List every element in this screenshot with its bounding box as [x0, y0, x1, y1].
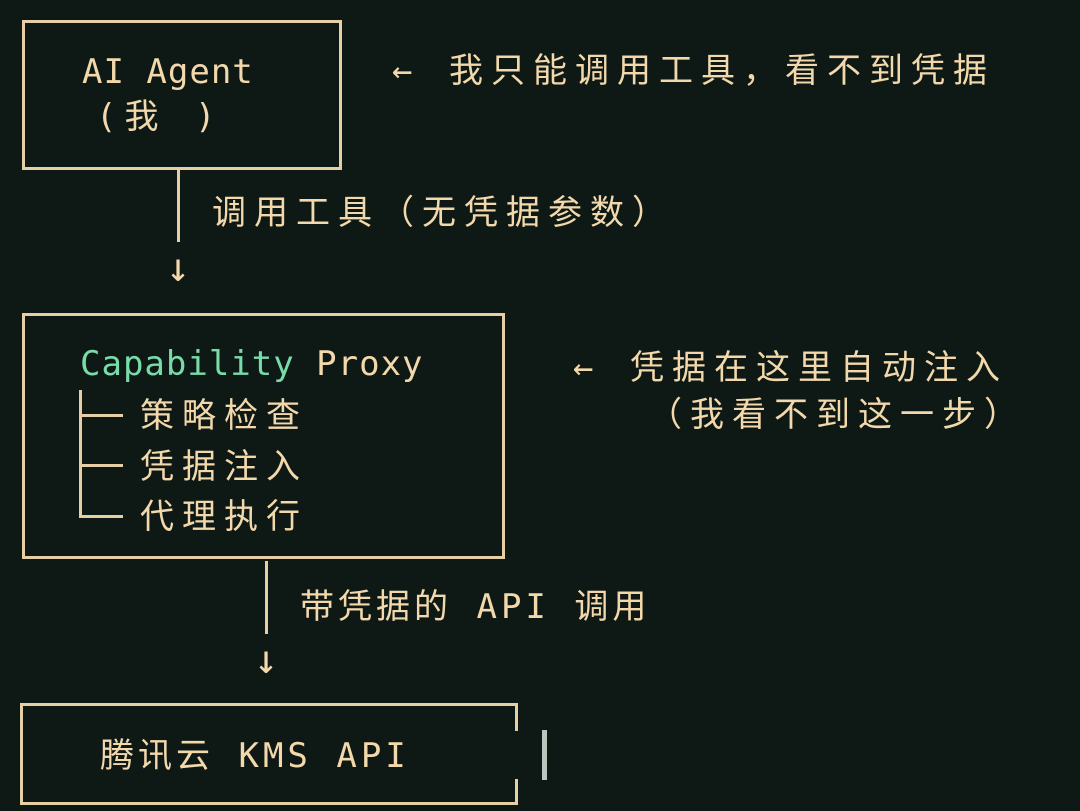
- terminal-cursor: [542, 730, 547, 780]
- agent-annotation: ← 我只能调用工具，看不到凭据: [392, 51, 995, 91]
- border-gap: [512, 731, 522, 779]
- proxy-item-policy-check: 策略检查: [140, 396, 308, 436]
- tree-trunk-icon: [79, 390, 82, 518]
- down-arrow-icon: ↓: [254, 637, 279, 683]
- ai-agent-box: AI Agent (我 ): [22, 20, 342, 170]
- proxy-title-rest: Proxy: [294, 344, 424, 384]
- tree-branch-icon: [79, 515, 123, 518]
- connector-line: [177, 170, 180, 242]
- capability-proxy-box: Capability Proxy 策略检查 凭据注入 代理执行: [22, 313, 505, 559]
- api-connector-label: 带凭据的 API 调用: [300, 587, 651, 627]
- tree-branch-icon: [79, 414, 123, 417]
- down-arrow-icon: ↓: [166, 245, 191, 291]
- kms-api-box: 腾讯云 KMS API: [20, 703, 518, 805]
- proxy-annotation-line2: （我看不到这一步）: [648, 395, 1026, 435]
- ai-agent-subtitle: (我 ): [96, 97, 224, 137]
- kms-api-label: 腾讯云 KMS API: [100, 736, 410, 776]
- ai-agent-title: AI Agent: [82, 52, 254, 92]
- proxy-annotation-line1: ← 凭据在这里自动注入: [573, 348, 1008, 388]
- proxy-item-proxy-execution: 代理执行: [140, 497, 308, 537]
- proxy-item-credential-injection: 凭据注入: [140, 447, 308, 487]
- proxy-title: Capability Proxy: [80, 344, 424, 384]
- connector-line: [265, 561, 268, 634]
- call-connector-label: 调用工具（无凭据参数）: [212, 193, 674, 233]
- proxy-title-accent: Capability: [80, 344, 295, 384]
- tree-branch-icon: [79, 464, 123, 467]
